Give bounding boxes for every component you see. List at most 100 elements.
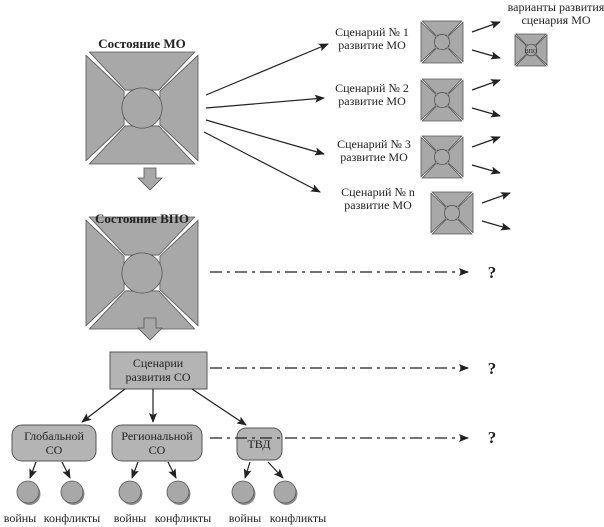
- scenario-emblem-icon: [430, 191, 474, 235]
- question-mark: ?: [488, 263, 497, 282]
- variant-arrow: [471, 21, 501, 33]
- cross-arm: [88, 51, 196, 91]
- variant-arrow: [471, 136, 501, 148]
- cross-arm: [421, 163, 463, 179]
- scenario-label: Сценарий № 1: [335, 25, 409, 39]
- cross-arm: [431, 219, 473, 235]
- variant-arrow: [471, 49, 501, 60]
- leaf-label: конфликты: [155, 511, 212, 525]
- question-mark: ?: [488, 359, 497, 378]
- scenario-n: Сценарий № n развитие МО: [341, 185, 415, 212]
- cross-arm: [458, 192, 474, 234]
- variant-arrow: [471, 79, 501, 91]
- cross-center: [524, 43, 538, 57]
- arrow-to-leaf: [61, 461, 71, 479]
- cross-arm: [448, 136, 464, 178]
- level-global-label: СО: [46, 443, 63, 457]
- arrow-to-leaf: [131, 461, 139, 479]
- cross-arm: [88, 125, 196, 165]
- cross-center: [444, 205, 460, 221]
- level-tvd-label: ТВД: [247, 437, 270, 451]
- cross-arm: [85, 219, 125, 327]
- leaf-label: войны: [114, 511, 147, 525]
- cross-arm: [514, 34, 527, 66]
- scenario-emblem-icon: [420, 135, 464, 179]
- cross-arm: [420, 79, 436, 121]
- arrow-to-scenario-2: [205, 94, 325, 109]
- cross-arm: [535, 34, 548, 66]
- scenario-2: Сценарий № 2 развитие МО: [335, 81, 409, 108]
- leaf-label: войны: [229, 511, 262, 525]
- arrow-to-leaf: [29, 461, 37, 479]
- variants-label-1: варианты развития: [508, 0, 604, 14]
- tvd-box: [236, 427, 283, 461]
- leaf-circle: [60, 480, 84, 504]
- cross-arm: [85, 54, 125, 162]
- cross-arm: [420, 21, 436, 63]
- regional-co-box: [111, 424, 203, 462]
- arrow-to-leaf: [267, 461, 284, 479]
- scenario-emblem-icon: [420, 78, 464, 122]
- scenario-emblem-icon: [420, 20, 464, 64]
- arrow-to-scenario-3: [205, 119, 325, 156]
- variant-arrow: [481, 220, 511, 231]
- cross-arm: [159, 219, 199, 327]
- scenario-1: Сценарий № 1 развитие МО: [335, 25, 409, 52]
- cross-arm: [448, 21, 464, 63]
- cross-arm: [515, 54, 547, 67]
- arrow-to-tvd: [191, 388, 247, 426]
- arrow-to-scenario-n: [203, 131, 321, 193]
- cross-arm: [159, 54, 199, 162]
- cross-arm: [421, 78, 463, 94]
- level-regional-label: Региональной: [121, 429, 193, 443]
- level-global-label: Глобальной: [24, 429, 84, 443]
- co-scenarios-box: [109, 351, 208, 390]
- cross-arm: [431, 191, 473, 207]
- cross-arm: [421, 106, 463, 122]
- cross-center: [121, 87, 163, 129]
- question-mark: ?: [488, 428, 497, 447]
- scenario-label: развитие МО: [340, 150, 408, 164]
- arrow-to-global: [81, 388, 126, 423]
- scenario-label: развитие МО: [344, 198, 412, 212]
- cross-center: [434, 149, 450, 165]
- cross-arm: [88, 216, 196, 256]
- cross-arm: [448, 79, 464, 121]
- leaf-circle: [231, 480, 255, 504]
- leaf-circle: [273, 480, 297, 504]
- arrow-to-leaf: [243, 461, 252, 479]
- cross-arm: [420, 136, 436, 178]
- cross-center: [121, 252, 163, 294]
- small-vpo-emblem-icon: [514, 33, 548, 67]
- arrow-to-leaf: [167, 461, 177, 479]
- level-regional-label: СО: [149, 443, 166, 457]
- cross-arm: [421, 20, 463, 36]
- cross-arm: [421, 48, 463, 64]
- leaf-label: конфликты: [44, 511, 101, 525]
- leaf-circle: [118, 480, 142, 504]
- cross-center: [434, 34, 450, 50]
- scenario-label: Сценарий № n: [341, 185, 415, 199]
- scenario-label: Сценарий № 3: [337, 137, 411, 151]
- state-mo-title: Состояние МО: [98, 36, 186, 51]
- state-vpo-emblem-icon: [85, 216, 199, 330]
- scenario-3: Сценарий № 3 развитие МО: [337, 137, 411, 164]
- variant-arrow: [471, 107, 501, 118]
- down-arrow: [137, 167, 163, 191]
- cross-arm: [515, 33, 547, 46]
- global-co-box: [11, 424, 97, 462]
- variant-arrow: [481, 192, 511, 204]
- co-box-label: Сценарии: [133, 356, 184, 370]
- cross-center: [434, 92, 450, 108]
- leaf-circle: [166, 480, 190, 504]
- variants-label-2: сценария МО: [521, 13, 590, 27]
- co-box-label: развития СО: [125, 370, 190, 384]
- variant-arrow: [471, 164, 501, 175]
- state-mo-emblem-icon: [85, 51, 199, 165]
- scenario-label: развитие МО: [338, 38, 406, 52]
- leaf-label: конфликты: [270, 511, 327, 525]
- cross-arm: [421, 135, 463, 151]
- state-vpo-title: Состояние ВПО: [95, 211, 189, 226]
